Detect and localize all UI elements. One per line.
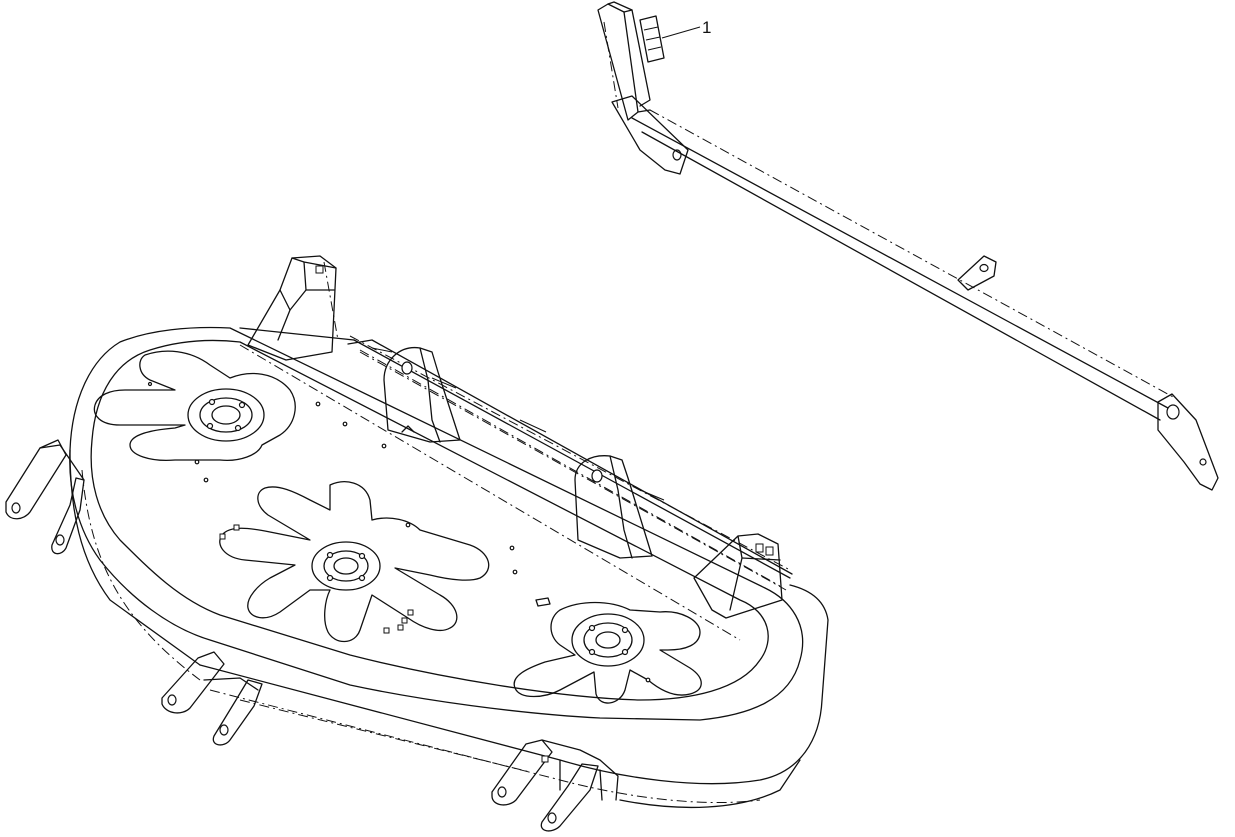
spindle-cutout-right [513, 601, 702, 704]
deck-rear-channel [347, 339, 793, 591]
mower-deck [5, 255, 829, 832]
deck-top-plate [90, 339, 769, 701]
bar-upright-bracket [597, 3, 639, 121]
deck-side-hanger-left [5, 439, 85, 555]
deck-centerline [239, 344, 741, 641]
deck-rear-bracket-right [693, 533, 783, 619]
bar-middle-tab [957, 255, 997, 291]
deck-mount-bracket-center-front [574, 455, 653, 559]
callout-leader-line [661, 26, 701, 39]
deck-outline [69, 326, 804, 721]
deck-mounting-holes [147, 381, 651, 683]
bar-label-plate [639, 15, 665, 63]
bar-mount-plate-right [1157, 393, 1219, 491]
deck-rear-bracket-left [247, 255, 339, 361]
bar-tube-top-edge [631, 117, 1169, 409]
callout-label: 1 [702, 18, 711, 37]
deck-side-hanger-front-right [491, 739, 619, 832]
spindle-cutout-center [219, 481, 490, 643]
deck-mount-bracket-center-rear [383, 347, 461, 443]
spindle-cutout-left [93, 350, 296, 461]
baffle-bar-part [597, 1, 1219, 491]
deck-side-hanger-front-left [161, 651, 263, 746]
bar-mount-plate-left [611, 95, 689, 175]
callout-1: 1 [661, 18, 711, 39]
